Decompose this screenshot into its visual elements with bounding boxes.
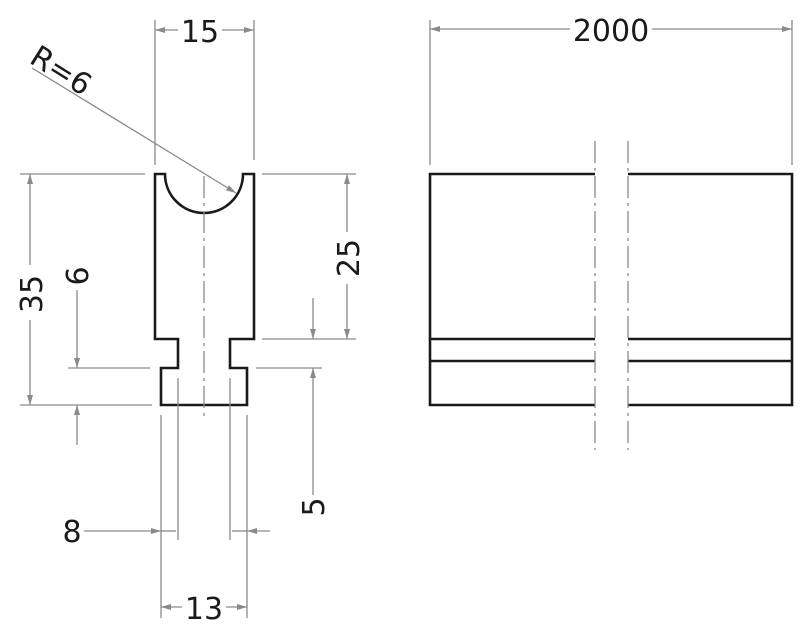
dim-label-13: 13 [185,592,223,627]
dim-label-radius: R=6 [24,39,98,103]
dim-label-35: 35 [15,275,50,313]
dim-label-15: 15 [181,15,219,50]
front-view: 15 R=6 35 6 25 5 8 [15,15,367,627]
dim-label-8: 8 [62,515,81,550]
dim-label-2000: 2000 [573,14,649,49]
dim-label-5: 5 [297,497,332,516]
side-outline-left [428,172,595,407]
dim-label-6: 6 [61,266,96,285]
dim-label-25: 25 [332,239,367,277]
radius-leader [31,67,237,194]
side-view: 2000 [428,14,794,450]
profile-outline [153,172,256,407]
side-outline-right [628,172,794,407]
